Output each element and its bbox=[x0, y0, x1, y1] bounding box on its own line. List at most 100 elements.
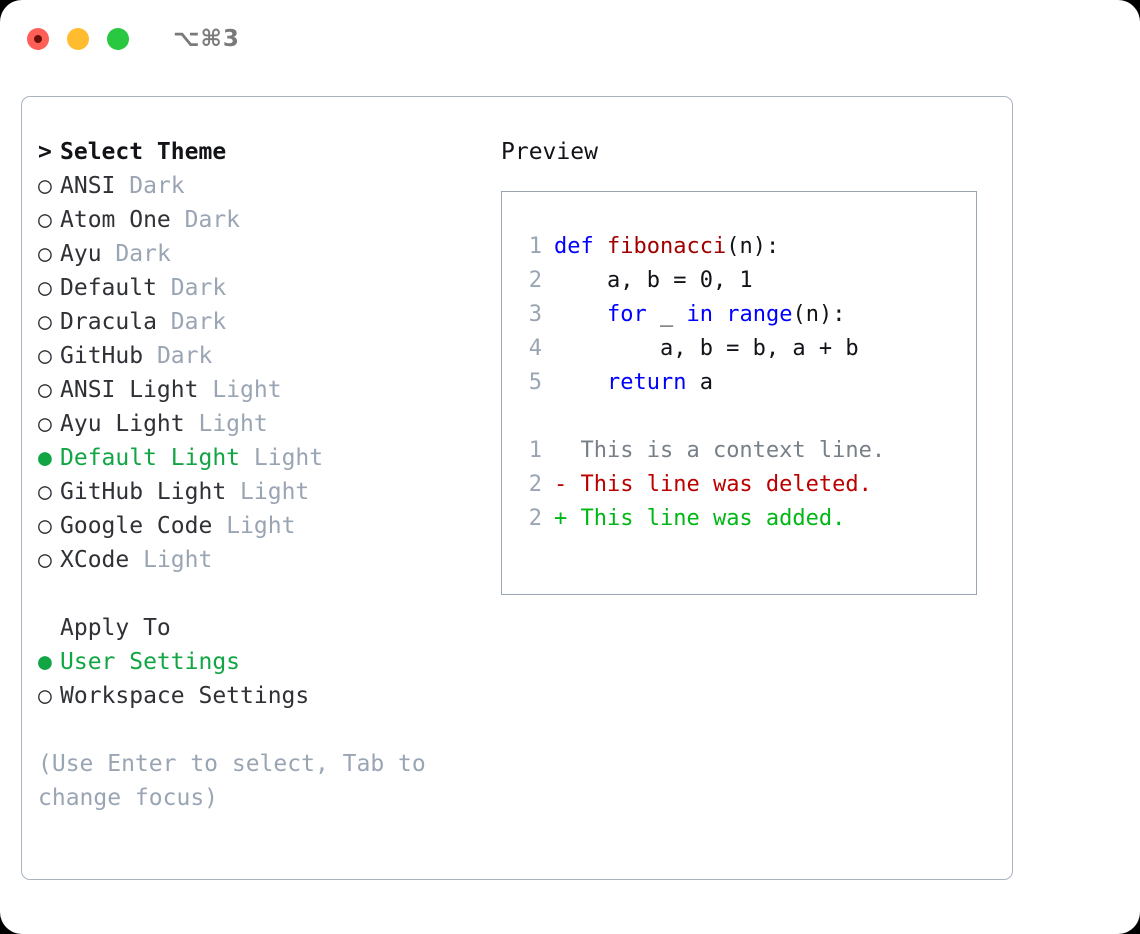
theme-variant-label: Light bbox=[198, 411, 268, 437]
code-token: a, b = b, a + b bbox=[554, 336, 859, 361]
line-number: 2 bbox=[528, 268, 542, 293]
theme-picker-column: >Select Theme ○ANSI Dark○Atom One Dark○A… bbox=[38, 135, 478, 815]
theme-variant-label: Light bbox=[143, 547, 213, 573]
code-token bbox=[554, 302, 607, 327]
radio-unselected-icon: ○ bbox=[38, 513, 52, 539]
theme-name-label: Atom One bbox=[60, 207, 171, 233]
diff-text: This line was deleted. bbox=[567, 472, 872, 497]
theme-name-label: XCode bbox=[60, 547, 130, 573]
radio-unselected-icon: ○ bbox=[38, 173, 52, 199]
keyboard-hint-text: (Use Enter to select, Tab to change focu… bbox=[38, 751, 426, 811]
radio-unselected-icon: ○ bbox=[38, 411, 52, 437]
theme-list-item[interactable]: ○Dracula Dark bbox=[38, 305, 478, 339]
theme-name-label: ANSI bbox=[60, 173, 116, 199]
code-line: 2 a, b = 0, 1 bbox=[520, 264, 976, 298]
line-number: 1 bbox=[528, 438, 542, 463]
line-number: 2 bbox=[528, 472, 542, 497]
code-token: return bbox=[606, 370, 687, 395]
radio-unselected-icon: ○ bbox=[38, 309, 52, 335]
diff-line: 1 This is a context line. bbox=[520, 434, 976, 468]
line-number: 2 bbox=[528, 506, 542, 531]
theme-variant-label: Dark bbox=[129, 173, 185, 199]
theme-list-item[interactable]: ○Atom One Dark bbox=[38, 203, 478, 237]
theme-list-item[interactable]: ● Default Light Light bbox=[38, 441, 478, 475]
theme-name-label: Default bbox=[60, 275, 157, 301]
theme-name-label: Dracula bbox=[60, 309, 157, 335]
select-theme-header-label: Select Theme bbox=[60, 139, 227, 165]
apply-to-list-item[interactable]: ●User Settings bbox=[38, 645, 478, 679]
apply-to-label: Workspace Settings bbox=[60, 683, 310, 709]
code-token: fibonacci bbox=[607, 234, 727, 259]
traffic-light-buttons bbox=[27, 28, 129, 50]
theme-list-item[interactable]: ○ ANSI Dark bbox=[38, 169, 478, 203]
theme-list: ○ANSI Dark○Atom One Dark○Ayu Dark○Defaul… bbox=[38, 169, 478, 577]
diff-sample: 1 This is a context line.2- This line wa… bbox=[520, 434, 976, 536]
line-number: 4 bbox=[528, 336, 542, 361]
diff-line: 2 + This line was added. bbox=[520, 502, 976, 536]
minimize-button[interactable] bbox=[67, 28, 89, 50]
radio-unselected-icon: ○ bbox=[38, 343, 52, 369]
code-diff-separator bbox=[520, 400, 976, 434]
theme-variant-label: Dark bbox=[115, 241, 171, 267]
radio-unselected-icon: ○ bbox=[38, 275, 52, 301]
code-token: (n): bbox=[726, 234, 780, 259]
line-number: 5 bbox=[528, 370, 542, 395]
theme-name-label: Ayu Light bbox=[60, 411, 185, 437]
diff-line: 2- This line was deleted. bbox=[520, 468, 976, 502]
theme-list-item[interactable]: ○ ANSI Light Light bbox=[38, 373, 478, 407]
theme-list-item[interactable]: ○ Ayu Dark bbox=[38, 237, 478, 271]
theme-list-item[interactable]: ○ GitHub Light Light bbox=[38, 475, 478, 509]
radio-unselected-icon: ○ bbox=[38, 241, 52, 267]
radio-unselected-icon: ○ bbox=[38, 479, 52, 505]
code-token bbox=[713, 302, 726, 327]
diff-text: This line was added. bbox=[567, 506, 846, 531]
theme-variant-label: Dark bbox=[184, 207, 241, 233]
apply-to-list-item[interactable]: ○Workspace Settings bbox=[38, 679, 478, 713]
code-token: in bbox=[686, 302, 713, 327]
theme-name-label: Default Light bbox=[60, 445, 241, 471]
code-token: _ bbox=[646, 302, 687, 327]
code-token: range bbox=[726, 302, 793, 327]
theme-variant-label: Dark bbox=[156, 343, 213, 369]
diff-sign bbox=[554, 438, 567, 463]
apply-to-list: ●User Settings○Workspace Settings bbox=[38, 645, 478, 713]
theme-variant-label: Light bbox=[226, 513, 296, 539]
theme-name-label: GitHub Light bbox=[60, 479, 227, 505]
radio-selected-icon: ● bbox=[38, 445, 52, 471]
theme-list-item[interactable]: ○ GitHub Dark bbox=[38, 339, 478, 373]
code-line: 5 return a bbox=[520, 366, 976, 400]
diff-sign: + bbox=[554, 506, 568, 531]
code-token: a bbox=[686, 370, 713, 395]
list-spacer bbox=[38, 577, 478, 611]
diff-text: This is a context line. bbox=[567, 438, 886, 463]
theme-list-item[interactable]: ○XCode Light bbox=[38, 543, 478, 577]
theme-variant-label: Dark bbox=[170, 275, 227, 301]
theme-name-label: Google Code bbox=[60, 513, 213, 539]
theme-name-label: GitHub bbox=[60, 343, 144, 369]
code-line: 3 for _ in range(n): bbox=[520, 298, 976, 332]
code-token: for bbox=[606, 302, 647, 327]
code-token: (n): bbox=[792, 302, 846, 327]
theme-name-label: ANSI Light bbox=[60, 377, 199, 403]
code-token bbox=[594, 234, 607, 259]
line-number: 3 bbox=[528, 302, 542, 327]
diff-sign: - bbox=[554, 472, 568, 497]
main-panel: >Select Theme ○ANSI Dark○Atom One Dark○A… bbox=[21, 96, 1013, 880]
title-bar: ⌥⌘3 bbox=[0, 0, 1140, 78]
code-token: a, b = 0, 1 bbox=[554, 268, 753, 293]
radio-unselected-icon: ○ bbox=[38, 377, 52, 403]
theme-list-item[interactable]: ○ Google Code Light bbox=[38, 509, 478, 543]
apply-to-header: Apply To bbox=[38, 611, 478, 645]
theme-variant-label: Light bbox=[212, 377, 282, 403]
theme-list-item[interactable]: ○ Ayu Light Light bbox=[38, 407, 478, 441]
close-button[interactable] bbox=[27, 28, 49, 50]
zoom-button[interactable] bbox=[107, 28, 129, 50]
theme-variant-label: Light bbox=[240, 479, 310, 505]
theme-variant-label: Light bbox=[253, 445, 324, 471]
theme-list-item[interactable]: ○ Default Dark bbox=[38, 271, 478, 305]
theme-name-label: Ayu bbox=[60, 241, 102, 267]
